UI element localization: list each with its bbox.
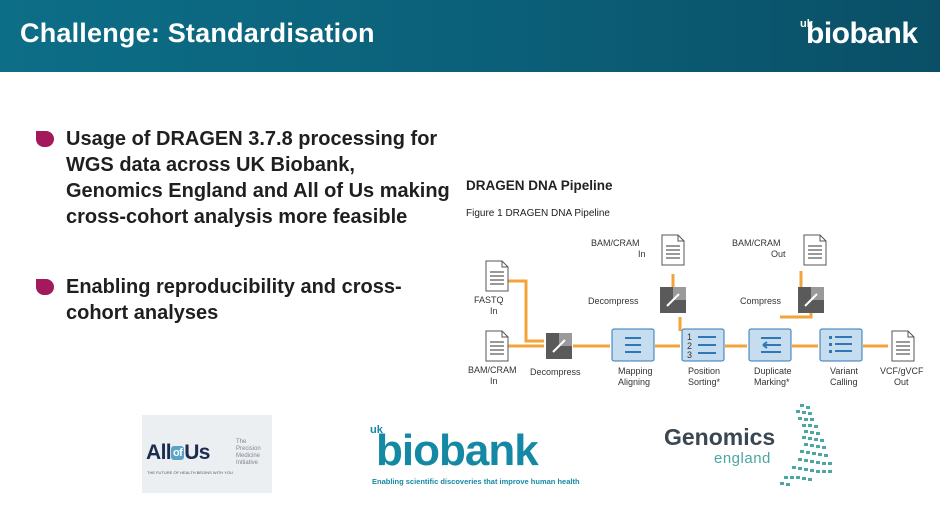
decompress-top-label: Decompress [588,296,639,306]
header-biobank-logo: uk biobank [798,14,918,58]
mapping-box-icon [611,328,655,362]
vcf-out-doc-icon [891,330,915,362]
decompress-left-icon [545,332,573,360]
fastq-label: FASTQ [474,295,504,305]
compress-icon [797,286,825,314]
bullet-item: Usage of DRAGEN 3.7.8 processing for WGS… [34,126,454,230]
bullet-text: Usage of DRAGEN 3.7.8 processing for WGS… [66,128,450,228]
fastq-doc-icon [485,260,509,292]
bullet-marker-icon [36,131,54,147]
slide-title: Challenge: Standardisation [20,18,375,48]
step-label: Duplicate [754,366,792,376]
vcf-out-label: Out [894,377,909,387]
compress-label: Compress [740,296,782,306]
step-label: Variant [830,366,858,376]
decompress-left-label: Decompress [530,367,581,377]
ukbiobank-logo: uk biobank Enabling scientific discoveri… [366,420,606,494]
step-label: Mapping [618,366,653,376]
bam-out-label: Out [771,249,786,259]
ukbiobank-logo-tagline: Enabling scientific discoveries that imp… [372,477,580,486]
bam-in-label: In [490,376,498,386]
duplicate-box-icon [748,328,792,362]
ukbiobank-logo-word: biobank [376,426,539,475]
pipeline-title: DRAGEN DNA Pipeline [466,178,613,193]
bam-in-label: BAM/CRAM [468,365,517,375]
step-label: Marking* [754,377,790,387]
bullet-list: Usage of DRAGEN 3.7.8 processing for WGS… [34,126,454,326]
genomics-england-logo: Genomics england [664,402,854,492]
step-label: Aligning [618,377,650,387]
bam-out-label: BAM/CRAM [732,238,781,248]
allofus-logo-tagline: THE FUTURE OF HEALTH BEGINS WITH YOU [147,470,233,475]
header-logo-prefix: uk [800,18,813,30]
sorting-box-icon: 1 2 3 [681,328,725,362]
slide-header: Challenge: Standardisation uk biobank [0,0,940,72]
step-label: Calling [830,377,858,387]
step-label: Position [688,366,720,376]
bam-in-top-label: BAM/CRAM [591,238,640,248]
genomics-logo-word2: england [714,450,771,467]
pipeline-figure-caption: Figure 1 DRAGEN DNA Pipeline [466,208,610,219]
genomics-logo-word1: Genomics [664,424,776,450]
step-label: Sorting* [688,377,721,387]
sort-num: 2 [687,341,692,351]
bullet-item: Enabling reproducibility and cross-cohor… [34,274,454,326]
allofus-logo-side: The Precision Medicine Initiative [236,439,261,466]
pipeline-diagram: 1 2 3 FASTQ In BAM/CRAM In Decompress BA… [468,234,924,387]
vcf-out-label: VCF/gVCF [880,366,924,376]
fastq-label: In [490,306,498,316]
variant-box-icon [819,328,863,362]
sort-num: 1 [687,332,692,342]
header-logo-word: biobank [806,17,918,50]
england-map-icon [780,404,832,486]
decompress-top-icon [659,286,687,314]
bam-in-doc-icon [485,330,509,362]
bullet-text: Enabling reproducibility and cross-cohor… [66,276,402,324]
bam-in-top-label: In [638,249,646,259]
bullet-marker-icon [36,279,54,295]
ukbiobank-logo-prefix: uk [370,424,383,436]
bam-out-doc-icon [803,234,827,266]
bam-in-top-doc-icon [661,234,685,266]
sort-num: 3 [687,350,692,360]
